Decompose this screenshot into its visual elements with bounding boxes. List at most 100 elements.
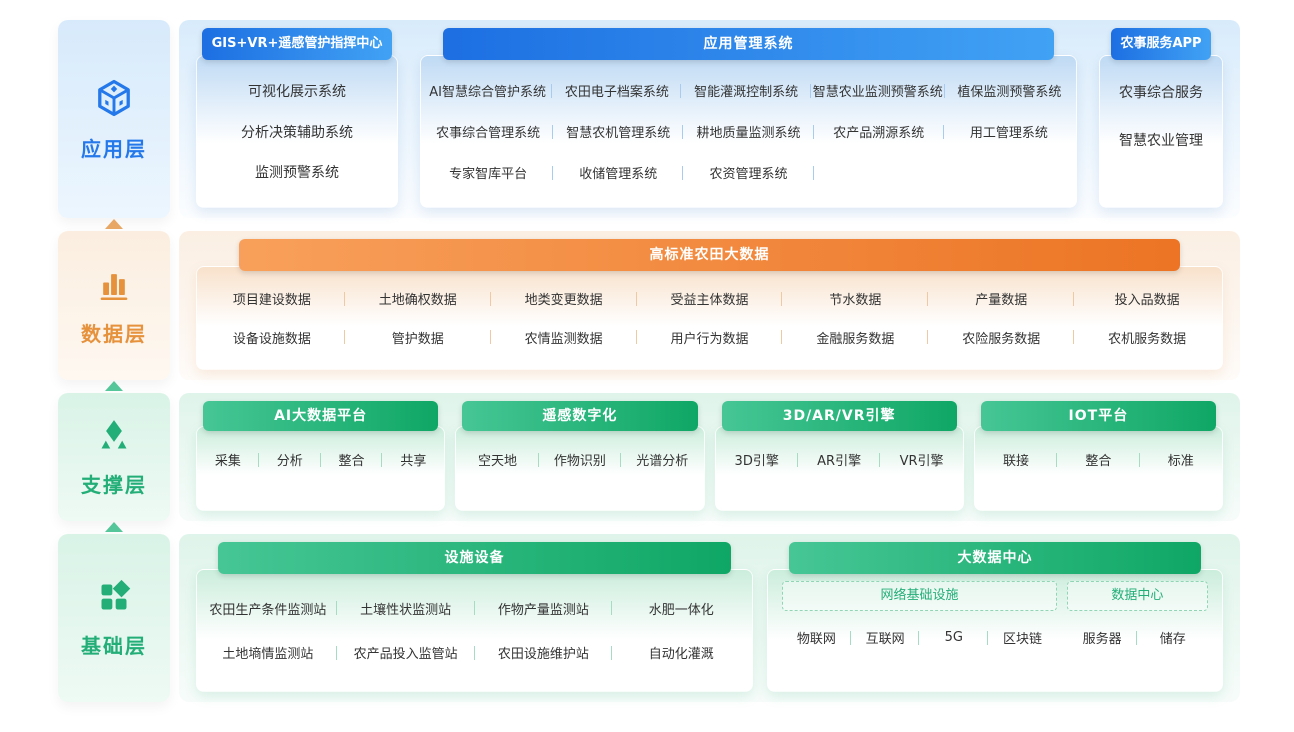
group-data-center: 数据中心 服务器 储存: [1066, 581, 1208, 650]
panel-item: 土地确权数据: [345, 286, 491, 311]
group-network-infrastructure: 网络基础设施 物联网 互联网 5G 区块链: [782, 581, 1057, 650]
panel-item: 采集: [197, 447, 259, 472]
panel-item: 管护数据: [345, 325, 491, 350]
up-arrow-icon: [105, 219, 123, 229]
panel-bigdata-center-title: 大数据中心: [789, 542, 1201, 574]
panel-item: 联接: [975, 447, 1057, 472]
base-layer-content: 设施设备 农田生产条件监测站 土壤性状监测站 作物产量监测站 水肥一体化 土地墒…: [179, 534, 1240, 702]
panel-item: 5G: [919, 627, 988, 648]
panel-item: 标准: [1167, 454, 1194, 469]
layer-badge-base: 基础层: [58, 522, 170, 702]
panel-iot-platform-card: 联接 整合 标准: [973, 426, 1223, 511]
squares-diamond-icon: [94, 577, 134, 617]
panel-item: 自动化灌溉: [648, 647, 714, 663]
panel-item: 整合: [321, 447, 383, 472]
item-row: 项目建设数据 土地确权数据 地类变更数据 受益主体数据 节水数据 产量数据 投入…: [199, 286, 1220, 311]
panel-app-management-card: AI智慧综合管护系统 农田电子档案系统 智能灌溉控制系统 智慧农业监测预警系统 …: [420, 55, 1077, 208]
panel-item: 节水数据: [782, 286, 928, 311]
panel-item: 用工管理系统: [969, 126, 1048, 141]
panel-item: 地类变更数据: [491, 286, 637, 311]
panel-iot-platform: IOT平台 联接 整合 标准: [973, 401, 1223, 511]
up-arrow-icon: [105, 381, 123, 391]
panel-farm-app-card: 农事综合服务 智慧农业管理: [1099, 55, 1223, 208]
panel-item: 作物产量监测站: [475, 596, 613, 621]
panel-item: 农资管理系统: [683, 160, 813, 185]
panel-remote-sensing-card: 空天地 作物识别 光谱分析: [455, 426, 705, 511]
datacenter-groups: 网络基础设施 物联网 互联网 5G 区块链 数据中心 服务器: [782, 581, 1208, 650]
panel-item: 共享: [400, 454, 427, 469]
panel-facilities-equipment-card: 农田生产条件监测站 土壤性状监测站 作物产量监测站 水肥一体化 土地墒情监测站 …: [196, 569, 754, 692]
panel-bigdata-center-card: 网络基础设施 物联网 互联网 5G 区块链 数据中心 服务器: [767, 569, 1223, 692]
item-row: 设备设施数据 管护数据 农情监测数据 用户行为数据 金融服务数据 农险服务数据 …: [199, 325, 1220, 350]
panel-item: 受益主体数据: [637, 286, 783, 311]
data-layer-content: 高标准农田大数据 项目建设数据 土地确权数据 地类变更数据 受益主体数据 节水数…: [179, 231, 1240, 380]
layer-row-support: 支撑层 AI大数据平台 采集 分析 整合 共享 遥感数字化 空天地: [58, 381, 1240, 521]
panel-item: 作物识别: [539, 447, 621, 472]
panel-item: 分析: [259, 447, 321, 472]
panel-item: 收储管理系统: [553, 160, 683, 185]
panel-farm-app: 农事服务APP 农事综合服务 智慧农业管理: [1099, 28, 1223, 208]
panel-item: 智能灌溉控制系统: [681, 78, 810, 103]
panel-item: 投入品数据: [1114, 293, 1180, 309]
layer-label-support: 支撑层: [81, 473, 147, 497]
group-network-infrastructure-title: 网络基础设施: [782, 581, 1057, 611]
panel-item: 分析决策辅助系统: [241, 124, 353, 141]
layer-label-application: 应用层: [81, 137, 147, 161]
panel-item: 农事综合服务: [1119, 85, 1203, 101]
panel-item: 农情监测数据: [491, 325, 637, 350]
panel-item: 物联网: [782, 625, 851, 650]
panel-item: 智慧农业监测预警系统: [811, 78, 945, 103]
panel-item: 智慧农机管理系统: [553, 119, 683, 144]
panel-3d-ar-vr-engine-card: 3D引擎 AR引擎 VR引擎: [714, 426, 964, 511]
panel-item: 整合: [1057, 447, 1139, 472]
panel-remote-sensing-title: 遥感数字化: [462, 401, 698, 431]
panel-item: 农田设施维护站: [475, 640, 613, 665]
item-row: 农田生产条件监测站 土壤性状监测站 作物产量监测站 水肥一体化: [199, 596, 750, 621]
panel-item: 互联网: [851, 625, 920, 650]
item-row: 物联网 互联网 5G 区块链: [782, 625, 1057, 650]
panel-bigdata-center: 大数据中心 网络基础设施 物联网 互联网 5G 区块链: [767, 542, 1223, 692]
group-data-center-title: 数据中心: [1066, 581, 1208, 611]
panel-facilities-equipment-title: 设施设备: [218, 542, 732, 574]
panel-ai-bigdata-platform: AI大数据平台 采集 分析 整合 共享: [196, 401, 446, 511]
panel-item: 水肥一体化: [648, 602, 714, 618]
panel-item: 服务器: [1067, 625, 1138, 650]
panel-farm-app-title: 农事服务APP: [1111, 28, 1211, 60]
empty-cell: [814, 170, 944, 176]
layer-label-data: 数据层: [81, 321, 147, 346]
layer-badge-support: 支撑层: [58, 381, 170, 521]
item-row: 服务器 储存: [1067, 625, 1208, 650]
panel-item: 设备设施数据: [199, 325, 345, 350]
item-row: 采集 分析 整合 共享: [197, 447, 444, 472]
panel-command-center: GIS+VR+遥感管护指挥中心 可视化展示系统 分析决策辅助系统 监测预警系统: [196, 28, 398, 208]
panel-command-center-title: GIS+VR+遥感管护指挥中心: [202, 28, 392, 60]
panel-farmland-bigdata-card: 项目建设数据 土地确权数据 地类变更数据 受益主体数据 节水数据 产量数据 投入…: [196, 266, 1223, 370]
panel-item: 可视化展示系统: [248, 83, 346, 100]
panel-item: 空天地: [456, 447, 538, 472]
item-row: 农事综合管理系统 智慧农机管理系统 耕地质量监测系统 农产品溯源系统 用工管理系…: [423, 119, 1074, 144]
panel-item: 储存: [1159, 632, 1186, 647]
panel-item: 金融服务数据: [782, 325, 928, 350]
panel-item: 3D引擎: [716, 447, 798, 472]
panel-item: 农险服务数据: [928, 325, 1074, 350]
item-row: 专家智库平台 收储管理系统 农资管理系统: [423, 160, 1074, 185]
panel-item: VR引擎: [899, 454, 944, 469]
layer-row-application: 应用层 GIS+VR+遥感管护指挥中心 可视化展示系统 分析决策辅助系统 监测预…: [58, 20, 1240, 218]
layer-badge-data: 数据层: [58, 219, 170, 380]
panel-item: 用户行为数据: [637, 325, 783, 350]
panel-item: 项目建设数据: [199, 286, 345, 311]
panel-item: 农事综合管理系统: [423, 119, 553, 144]
application-layer-content: GIS+VR+遥感管护指挥中心 可视化展示系统 分析决策辅助系统 监测预警系统 …: [179, 20, 1240, 218]
item-row: 土地墒情监测站 农产品投入监管站 农田设施维护站 自动化灌溉: [199, 640, 750, 665]
item-row: 空天地 作物识别 光谱分析: [456, 447, 703, 472]
panel-farmland-bigdata-title: 高标准农田大数据: [239, 239, 1180, 271]
panel-command-center-card: 可视化展示系统 分析决策辅助系统 监测预警系统: [196, 55, 398, 208]
layer-row-base: 基础层 设施设备 农田生产条件监测站 土壤性状监测站 作物产量监测站 水肥一体化…: [58, 522, 1240, 702]
item-row: 3D引擎 AR引擎 VR引擎: [716, 447, 963, 472]
panel-farmland-bigdata: 高标准农田大数据 项目建设数据 土地确权数据 地类变更数据 受益主体数据 节水数…: [196, 239, 1223, 370]
layer-label-base: 基础层: [81, 634, 147, 658]
panel-facilities-equipment: 设施设备 农田生产条件监测站 土壤性状监测站 作物产量监测站 水肥一体化 土地墒…: [196, 542, 754, 692]
panel-item: 专家智库平台: [423, 160, 553, 185]
diamond-triangles-icon: [94, 416, 134, 456]
